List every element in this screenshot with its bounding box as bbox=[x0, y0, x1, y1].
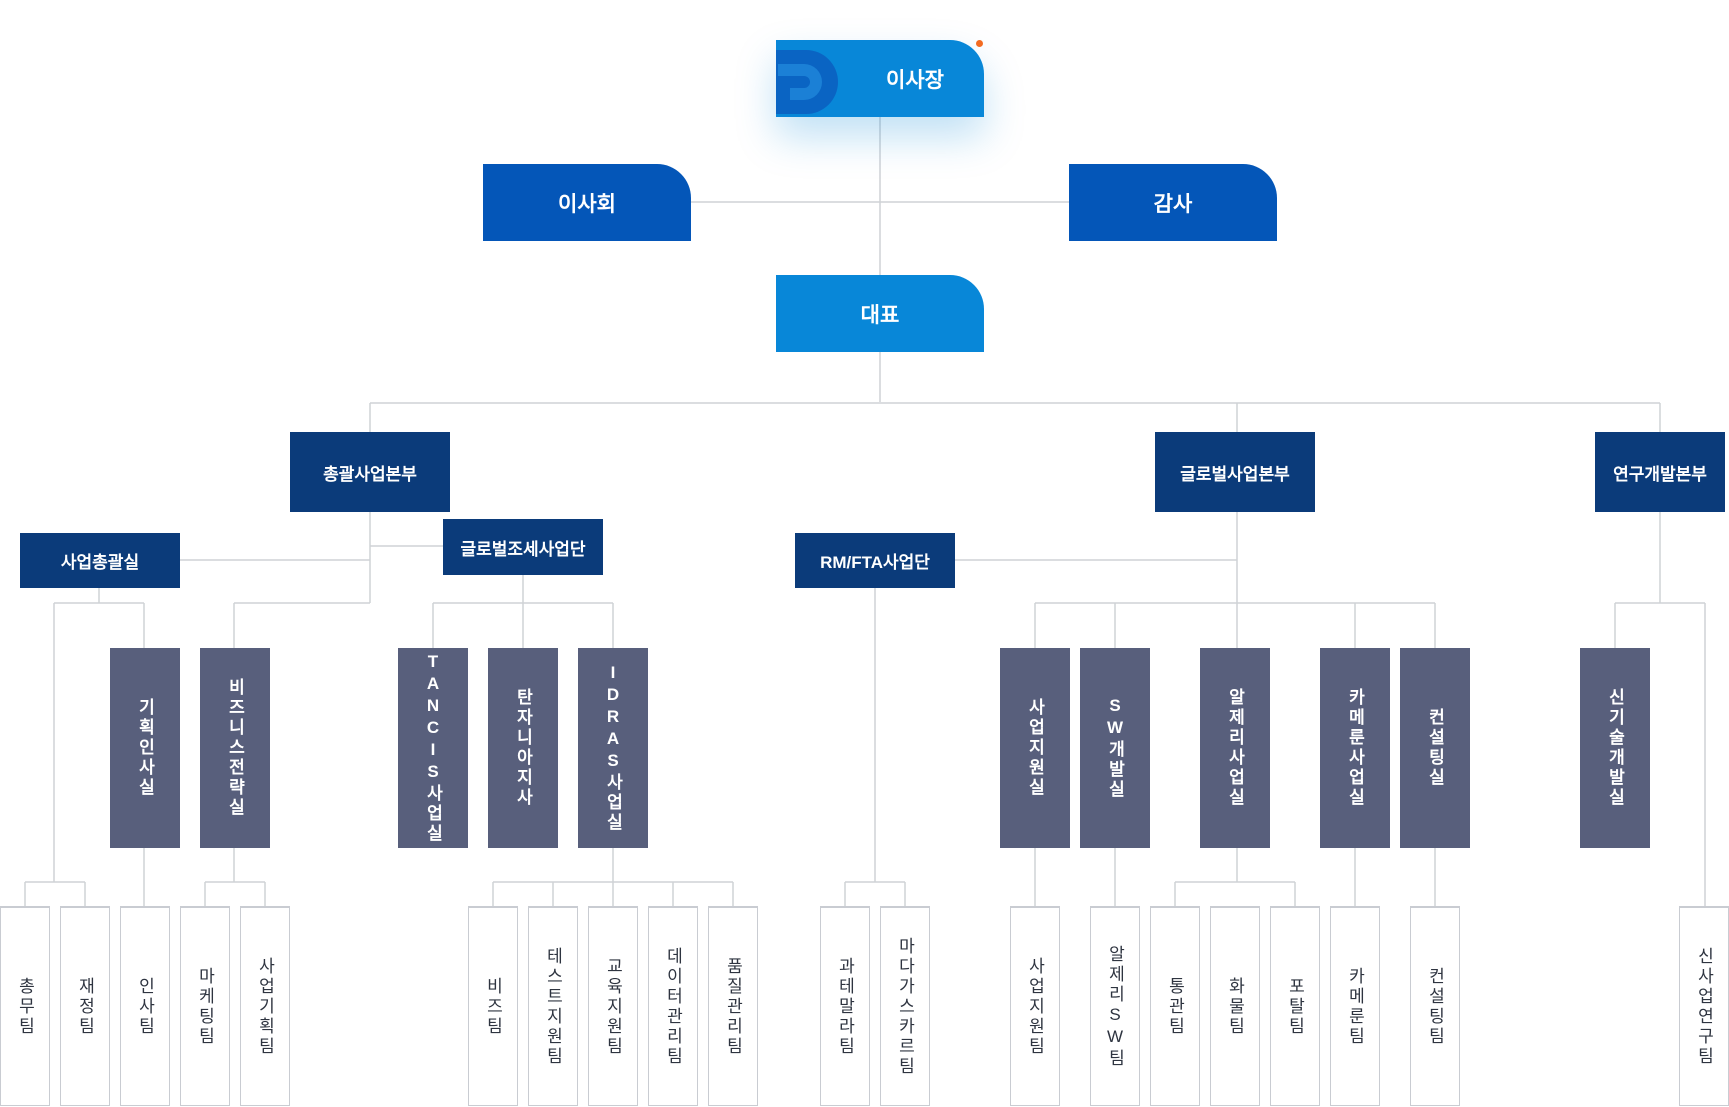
group-global-tax-label: 글로벌조세사업단 bbox=[460, 539, 586, 559]
logo-mark-icon bbox=[776, 50, 838, 114]
division-global-label: 글로벌사업본부 bbox=[1180, 464, 1290, 484]
team-data-mgmt-label: 데이터관리팀 bbox=[663, 946, 683, 1067]
team-test-support-label: 테스트지원팀 bbox=[543, 946, 563, 1067]
audit-box: 감사 bbox=[1069, 164, 1277, 241]
team-marketing-label: 마케팅팀 bbox=[195, 966, 215, 1047]
team-cameroon: 카메룬팀 bbox=[1330, 906, 1380, 1106]
group-global-tax: 글로벌조세사업단 bbox=[443, 519, 603, 575]
team-algeria-sw-label: 알제리SW팀 bbox=[1105, 944, 1125, 1069]
division-global: 글로벌사업본부 bbox=[1155, 432, 1315, 512]
dept-cameroon-label: 카메룬사업실 bbox=[1345, 688, 1365, 808]
dept-idras-label: IDRAS사업실 bbox=[603, 663, 623, 833]
dept-tancis: TANCIS사업실 bbox=[398, 648, 468, 848]
team-customs-label: 통관팀 bbox=[1165, 976, 1185, 1037]
team-biz: 비즈팀 bbox=[468, 906, 518, 1106]
team-consulting-label: 컨설팅팀 bbox=[1425, 966, 1445, 1047]
dept-algeria-label: 알제리사업실 bbox=[1225, 688, 1245, 808]
board-label: 이사회 bbox=[558, 192, 616, 216]
dept-biz-strategy-label: 비즈니스전략실 bbox=[225, 678, 245, 818]
group-rm-fta-label: RM/FTA사업단 bbox=[820, 553, 930, 572]
dept-idras: IDRAS사업실 bbox=[578, 648, 648, 848]
division-rnd-label: 연구개발본부 bbox=[1613, 464, 1707, 484]
team-madagascar: 마다가스카르팀 bbox=[880, 906, 930, 1106]
board-box: 이사회 bbox=[483, 164, 691, 241]
team-general-affairs: 총무팀 bbox=[0, 906, 50, 1106]
team-general-affairs-label: 총무팀 bbox=[15, 976, 35, 1037]
audit-label: 감사 bbox=[1153, 192, 1193, 216]
division-general-label: 총괄사업본부 bbox=[323, 464, 417, 484]
team-marketing: 마케팅팀 bbox=[180, 906, 230, 1106]
dept-consulting: 컨설팅실 bbox=[1400, 648, 1470, 848]
team-customs: 통관팀 bbox=[1150, 906, 1200, 1106]
group-business-general-label: 사업총괄실 bbox=[60, 553, 140, 572]
group-rm-fta: RM/FTA사업단 bbox=[795, 533, 955, 588]
dept-biz-support: 사업지원실 bbox=[1000, 648, 1070, 848]
team-quality-mgmt-label: 품질관리팀 bbox=[723, 956, 743, 1057]
dept-new-tech-label: 신기술개발실 bbox=[1605, 688, 1625, 808]
dept-biz-strategy: 비즈니스전략실 bbox=[200, 648, 270, 848]
accent-dot bbox=[976, 40, 983, 47]
team-cargo: 화물팀 bbox=[1210, 906, 1260, 1106]
team-consulting: 컨설팅팀 bbox=[1410, 906, 1460, 1106]
division-rnd: 연구개발본부 bbox=[1595, 432, 1725, 512]
ceo-label: 대표 bbox=[860, 303, 900, 327]
team-cargo-label: 화물팀 bbox=[1225, 976, 1245, 1037]
dept-sw-dev-label: SW개발실 bbox=[1105, 696, 1125, 800]
team-algeria-sw: 알제리SW팀 bbox=[1090, 906, 1140, 1106]
dept-tancis-label: TANCIS사업실 bbox=[423, 652, 443, 844]
team-hr: 인사팀 bbox=[120, 906, 170, 1106]
team-cameroon-label: 카메룬팀 bbox=[1345, 966, 1365, 1047]
group-business-general: 사업총괄실 bbox=[20, 533, 180, 588]
team-edu-support: 교육지원팀 bbox=[588, 906, 638, 1106]
team-guatemala: 과테말라팀 bbox=[820, 906, 870, 1106]
dept-planning-hr: 기획인사실 bbox=[110, 648, 180, 848]
dept-new-tech: 신기술개발실 bbox=[1580, 648, 1650, 848]
team-new-biz-research-label: 신사업연구팀 bbox=[1694, 946, 1714, 1067]
dept-tanzania: 탄자니아지사 bbox=[488, 648, 558, 848]
dept-consulting-label: 컨설팅실 bbox=[1425, 708, 1445, 788]
team-edu-support-label: 교육지원팀 bbox=[603, 956, 623, 1057]
dept-tanzania-label: 탄자니아지사 bbox=[513, 688, 533, 808]
dept-cameroon: 카메룬사업실 bbox=[1320, 648, 1390, 848]
team-biz-planning-label: 사업기획팀 bbox=[255, 956, 275, 1057]
team-finance-label: 재정팀 bbox=[75, 976, 95, 1037]
ceo-box: 대표 bbox=[776, 275, 984, 352]
team-biz-support: 사업지원팀 bbox=[1010, 906, 1060, 1106]
team-quality-mgmt: 품질관리팀 bbox=[708, 906, 758, 1106]
dept-sw-dev: SW개발실 bbox=[1080, 648, 1150, 848]
team-biz-planning: 사업기획팀 bbox=[240, 906, 290, 1106]
team-finance: 재정팀 bbox=[60, 906, 110, 1106]
team-madagascar-label: 마다가스카르팀 bbox=[895, 936, 915, 1077]
team-new-biz-research: 신사업연구팀 bbox=[1679, 906, 1729, 1106]
team-hr-label: 인사팀 bbox=[135, 976, 155, 1037]
team-biz-label: 비즈팀 bbox=[483, 976, 503, 1037]
dept-planning-hr-label: 기획인사실 bbox=[135, 698, 155, 798]
team-test-support: 테스트지원팀 bbox=[528, 906, 578, 1106]
team-portal-label: 포탈팀 bbox=[1285, 976, 1305, 1037]
team-portal: 포탈팀 bbox=[1270, 906, 1320, 1106]
division-general: 총괄사업본부 bbox=[290, 432, 450, 512]
team-data-mgmt: 데이터관리팀 bbox=[648, 906, 698, 1106]
team-biz-support-label: 사업지원팀 bbox=[1025, 956, 1045, 1057]
chairman-label: 이사장 bbox=[886, 68, 944, 92]
dept-biz-support-label: 사업지원실 bbox=[1025, 698, 1045, 798]
team-guatemala-label: 과테말라팀 bbox=[835, 956, 855, 1057]
chairman-box: 이사장 bbox=[776, 40, 984, 117]
dept-algeria: 알제리사업실 bbox=[1200, 648, 1270, 848]
